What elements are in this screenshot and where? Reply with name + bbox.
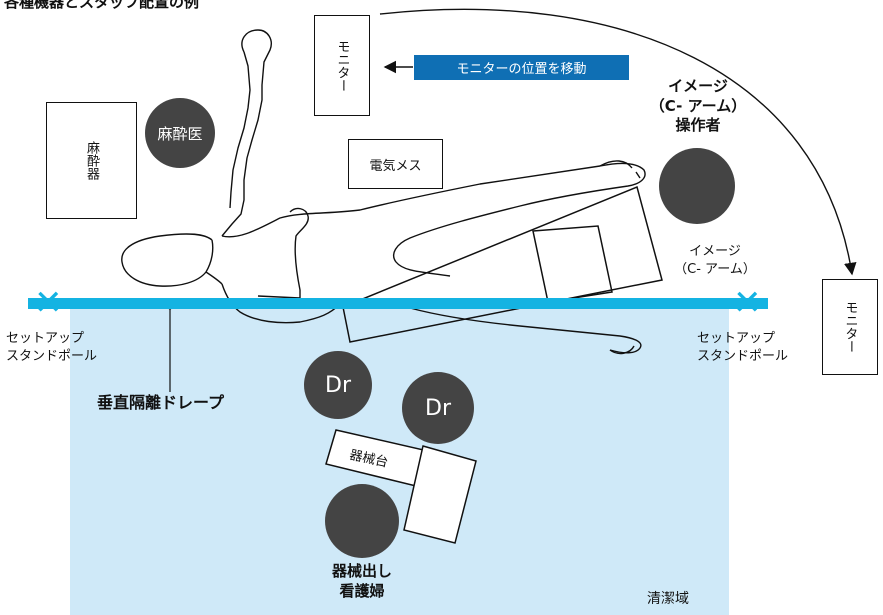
patient-outline (121, 29, 646, 355)
monitor-top-box: モニター (314, 15, 370, 116)
anesthesia-machine-box: 麻酔器 (46, 102, 137, 219)
c-arm-operator-label: イメージ （C- アーム） 操作者 (649, 77, 747, 134)
c-arm-operator-circle (659, 148, 735, 224)
electrosurgical-unit-box: 電気メス (348, 139, 443, 189)
page-title: 各種機器とスタッフ配置の例 (4, 0, 200, 11)
doctor-2-circle: Dr (402, 372, 474, 444)
scrub-nurse-label: 器械出し 看護婦 (331, 562, 392, 600)
instrument-table-shape (325, 429, 477, 544)
setup-pole-right-x-icon: ✕ (733, 283, 762, 323)
monitor-right-box: モニター (822, 279, 878, 375)
anesthesia-machine-label: 麻酔器 (84, 141, 99, 180)
doctor-1-circle: Dr (304, 351, 372, 419)
setup-pole-left-label: セットアップ スタンドポール (6, 331, 98, 364)
clean-area-label: 清潔域 (647, 591, 689, 607)
c-arm-device (342, 185, 663, 343)
anesthesiologist-circle: 麻酔医 (145, 98, 215, 168)
doctor-2-label: Dr (425, 395, 451, 421)
electrosurgical-unit-label: 電気メス (369, 158, 422, 174)
vertical-drape-label: 垂直隔離ドレープ (97, 393, 225, 412)
scrub-nurse-circle (325, 484, 399, 558)
vertical-drape-bar (28, 298, 768, 309)
monitor-relocate-curve (379, 8, 857, 276)
monitor-move-label: モニターの位置を移動 (414, 55, 629, 80)
monitor-right-label: モニター (842, 301, 858, 353)
setup-pole-left-x-icon: ✕ (34, 283, 63, 323)
setup-pole-right-label: セットアップ スタンドポール (697, 331, 789, 364)
monitor-top-label: モニター (334, 39, 350, 92)
anesthesiologist-label: 麻酔医 (157, 124, 203, 143)
doctor-1-label: Dr (325, 372, 351, 398)
c-arm-label: イメージ （C- アーム） (674, 244, 756, 277)
